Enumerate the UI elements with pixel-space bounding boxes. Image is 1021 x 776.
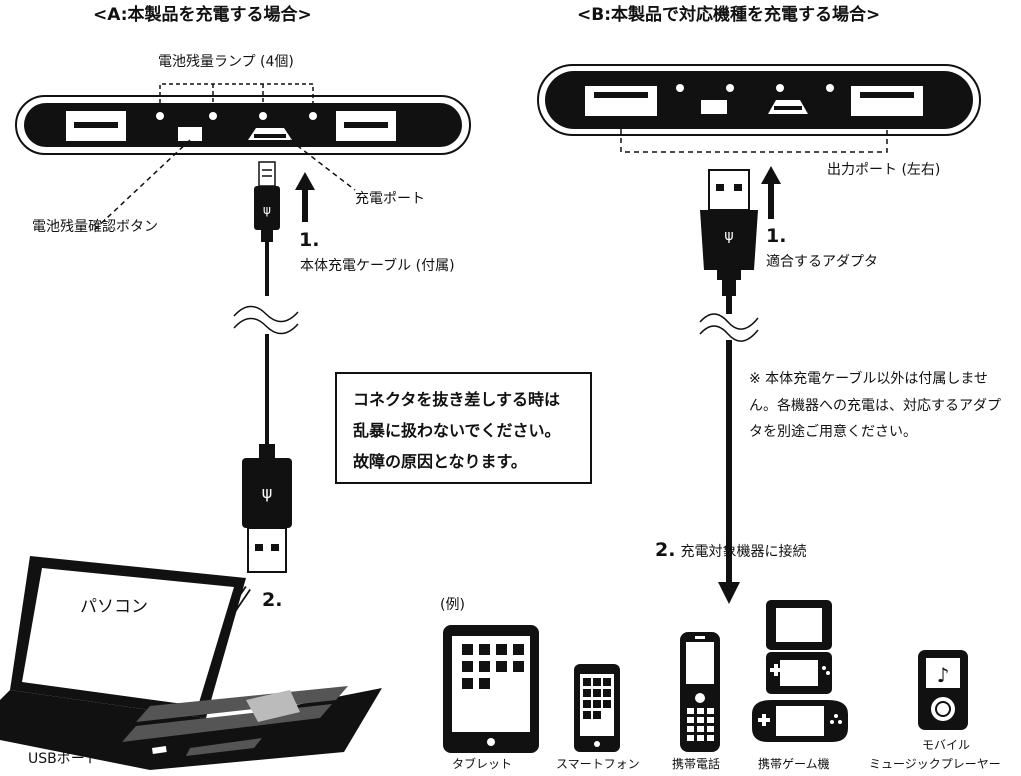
- adapter-note: ※ 本体充電ケーブル以外は付属しません。各機器への充電は、対応するアダプタを別途…: [749, 371, 1001, 441]
- cable-label: 本体充電ケーブル (付属): [300, 258, 455, 274]
- device-label-smartphone: スマートフォン: [556, 757, 640, 771]
- check-button-label: 電池残量確認ボタン: [32, 219, 158, 235]
- arrow-up-a: [295, 172, 315, 222]
- adapter-label: 適合するアダプタ: [766, 254, 878, 270]
- device-label-tablet: タブレット: [452, 757, 513, 771]
- device-music-player: ♪: [918, 650, 968, 730]
- device-label-game: 携帯ゲーム機: [758, 757, 830, 771]
- laptop: [0, 556, 382, 770]
- charge-port-label: 充電ポート: [355, 191, 425, 207]
- device-game-consoles: [752, 600, 848, 742]
- arrow-down-b: [718, 560, 740, 604]
- device-tablet: [443, 625, 539, 753]
- pc-label: パソコン: [80, 597, 148, 617]
- warning-line-2: 乱暴に扱わないでください。: [353, 421, 561, 440]
- lamp-label: 電池残量ランプ (4個): [158, 54, 294, 70]
- example-label: (例): [440, 597, 465, 613]
- device-smartphone: [574, 664, 620, 752]
- device-label-mobile: モバイル: [922, 738, 971, 752]
- step2-b-label: 充電対象機器に接続: [680, 544, 807, 560]
- warning-line-1: コネクタを抜き差しする時は: [353, 390, 561, 409]
- step1-a-number: 1.: [299, 229, 320, 251]
- battery-unit-b: [537, 64, 981, 136]
- lamp-bracket: [159, 83, 314, 110]
- svg-text:♪: ♪: [937, 663, 950, 687]
- section-a-title: <A:本製品を充電する場合>: [93, 5, 312, 25]
- adapter-b: ψ: [699, 169, 759, 560]
- section-b-title: <B:本製品で対応機種を充電する場合>: [577, 5, 881, 25]
- step2-a-number: 2.: [262, 589, 283, 611]
- arrow-up-b: [761, 166, 781, 219]
- output-bracket: [620, 120, 888, 153]
- warning-box: コネクタを抜き差しする時は 乱暴に扱わないでください。 故障の原因となります。: [335, 372, 592, 484]
- step2-b-number: 2.: [655, 539, 676, 561]
- step2-b: 2. 充電対象機器に接続: [655, 539, 807, 562]
- usb-port-label: USBポート: [28, 751, 99, 767]
- svg-text:ψ: ψ: [262, 483, 273, 502]
- step1-b-number: 1.: [766, 225, 787, 247]
- svg-text:ψ: ψ: [724, 228, 733, 244]
- lamps-a: [156, 112, 317, 120]
- battery-unit-a: [15, 95, 471, 155]
- device-label-phone: 携帯電話: [672, 757, 721, 771]
- cable-a: ψ ψ: [233, 161, 299, 573]
- output-port-label: 出力ポート (左右): [827, 162, 941, 178]
- warning-line-3: 故障の原因となります。: [353, 452, 527, 471]
- svg-text:ψ: ψ: [263, 203, 271, 217]
- device-feature-phone: [680, 632, 720, 752]
- device-label-music: ミュージックプレーヤー: [869, 757, 1001, 771]
- check-button: [178, 127, 202, 141]
